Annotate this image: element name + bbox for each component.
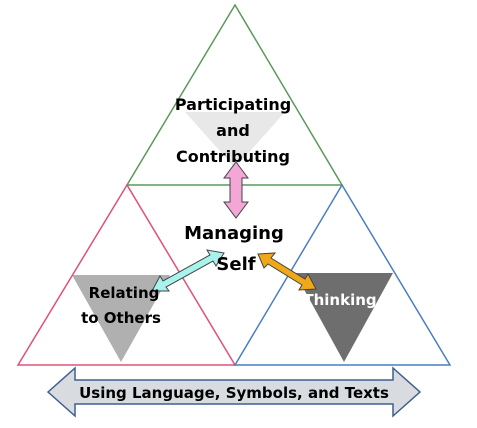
center-label-line1: Managing bbox=[184, 223, 284, 244]
right-inner-triangle bbox=[295, 273, 393, 362]
left-label-line2: to Others bbox=[81, 309, 161, 327]
left-label-line1: Relating bbox=[89, 284, 160, 302]
arrow-center-left bbox=[151, 249, 225, 292]
center-label-line2: Self bbox=[216, 254, 255, 275]
arrow-top-center bbox=[223, 161, 249, 219]
left-inner-triangle bbox=[72, 275, 170, 362]
top-inner-triangle bbox=[185, 112, 285, 168]
arrow-center-right bbox=[257, 252, 317, 291]
top-label-line1: Participating bbox=[175, 95, 291, 114]
top-label-line3: Contributing bbox=[176, 147, 290, 166]
bottom-double-arrow bbox=[46, 366, 422, 418]
top-label-line2: and bbox=[216, 121, 250, 140]
right-label: Thinking bbox=[303, 291, 376, 309]
bottom-arrow-label: Using Language, Symbols, and Texts bbox=[79, 384, 389, 402]
